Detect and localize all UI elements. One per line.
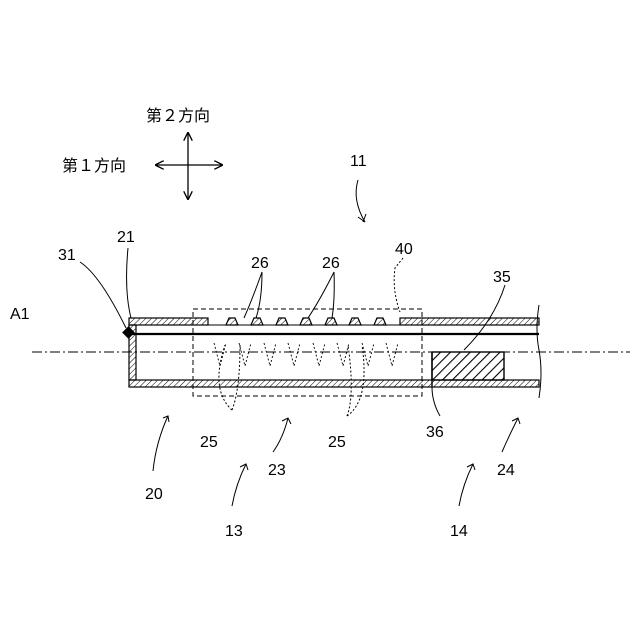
ref-24: 24 xyxy=(497,462,515,479)
ref-26-right: 26 xyxy=(322,255,340,272)
second-direction-label: 第２方向 xyxy=(146,106,210,125)
leader-lines xyxy=(80,180,520,506)
spray-patterns-25 xyxy=(214,343,398,366)
ref-36: 36 xyxy=(426,424,444,441)
ref-25-right: 25 xyxy=(328,434,346,451)
direction-cross-icon xyxy=(156,133,222,199)
ref-20: 20 xyxy=(145,486,163,503)
first-direction-label: 第１方向 xyxy=(62,156,126,175)
ref-14: 14 xyxy=(450,523,468,540)
ref-a1: A1 xyxy=(10,306,30,323)
ref-23: 23 xyxy=(268,462,286,479)
ref-13: 13 xyxy=(225,523,243,540)
upper-wall-right xyxy=(400,318,539,325)
upper-wall-left xyxy=(129,318,208,325)
protrusions-26 xyxy=(208,318,400,325)
ref-11: 11 xyxy=(350,153,367,170)
ref-21: 21 xyxy=(117,229,135,246)
ref-31: 31 xyxy=(58,247,76,264)
ref-35: 35 xyxy=(493,269,511,286)
ref-26-left: 26 xyxy=(251,255,269,272)
lower-wall xyxy=(129,380,539,387)
block-35 xyxy=(432,352,504,380)
ref-25-left: 25 xyxy=(200,434,218,451)
ref-40: 40 xyxy=(395,241,413,258)
